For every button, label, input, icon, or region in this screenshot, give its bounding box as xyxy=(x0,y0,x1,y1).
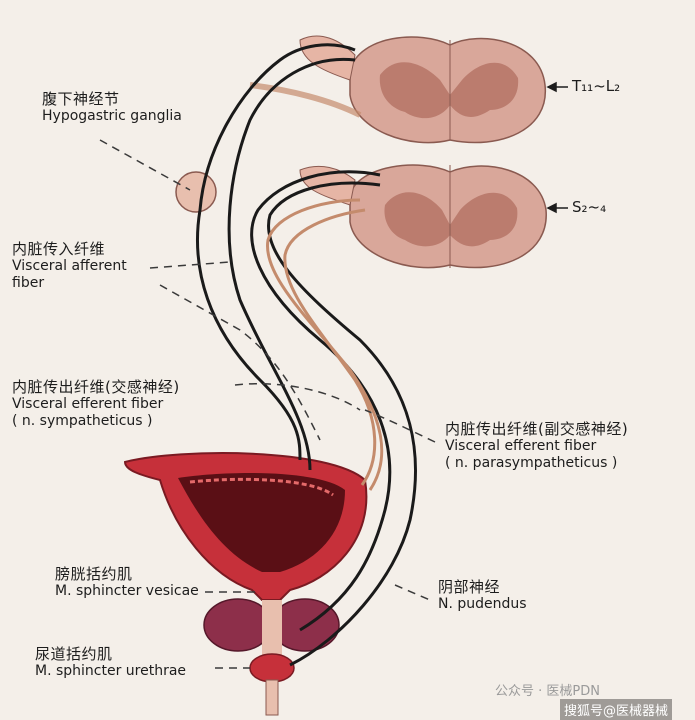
label-visceral-efferent-parasympathetic: 内脏传出纤维(副交感神经) Visceral efferent fiber ( … xyxy=(445,420,629,471)
segment-label-upper: T₁₁~L₂ xyxy=(572,77,621,95)
urethral-sphincter xyxy=(249,653,295,683)
segment-label-lower: S₂~₄ xyxy=(572,198,607,216)
nerve-pathways-tan xyxy=(266,198,384,491)
label-visceral-efferent-sympathetic: 内脏传出纤维(交感神经) Visceral efferent fiber ( n… xyxy=(12,378,180,429)
watermark-right: 搜狐号@医械器械 xyxy=(560,699,673,720)
dashed-pathways xyxy=(99,139,436,669)
label-sphincter-vesicae: 膀胱括约肌 M. sphincter vesicae xyxy=(55,565,199,599)
prostate xyxy=(203,598,340,660)
label-hypogastric-ganglia: 腹下神经节 Hypogastric ganglia xyxy=(42,90,182,124)
hypogastric-ganglion xyxy=(175,171,217,213)
label-visceral-afferent-fiber: 内脏传入纤维 Visceral afferent fiber xyxy=(12,240,127,291)
label-n-pudendus: 阴部神经 N. pudendus xyxy=(438,578,527,612)
bladder xyxy=(123,452,368,601)
nerve-pathways-dark xyxy=(196,43,418,667)
watermark-left: 公众号 · 医械PDN xyxy=(495,684,600,699)
urethra xyxy=(265,679,279,716)
segment-arrows xyxy=(546,81,568,214)
label-sphincter-urethrae: 尿道括约肌 M. sphincter urethrae xyxy=(35,645,187,679)
